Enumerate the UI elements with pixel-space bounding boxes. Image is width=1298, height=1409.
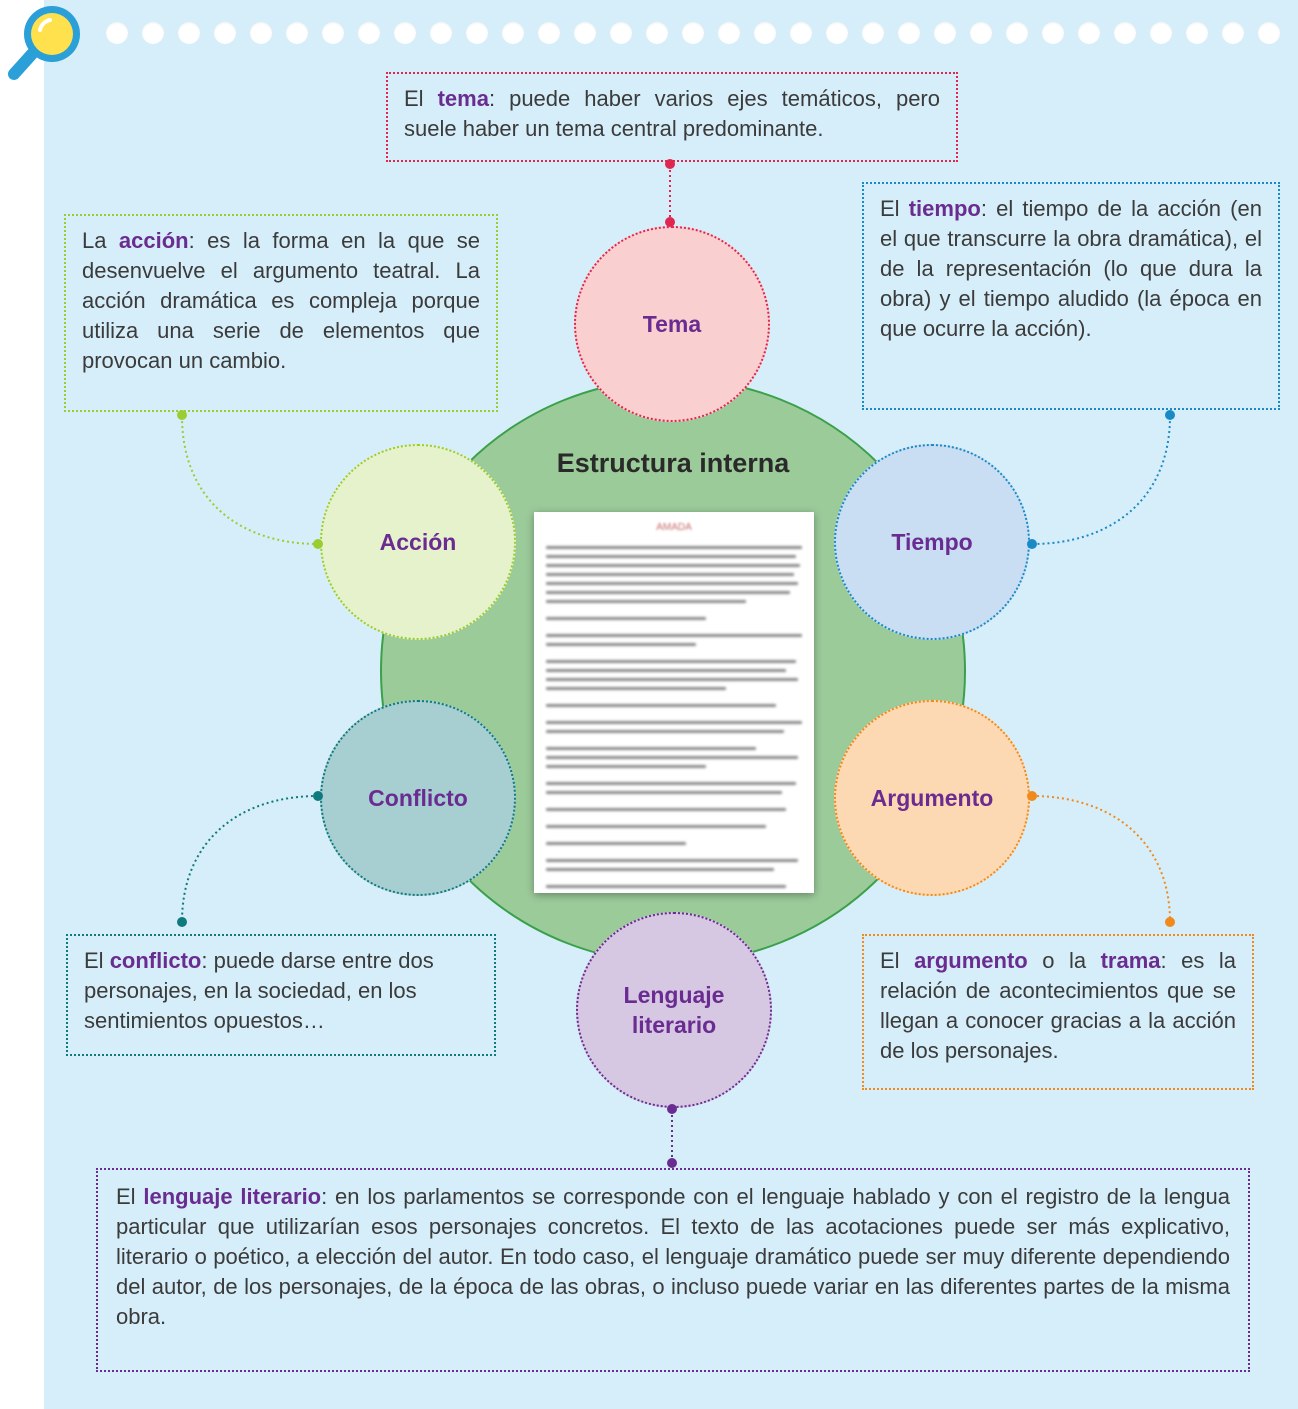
tiempo-box: El tiempo: el tiempo de la acción (en el… — [862, 182, 1280, 410]
script-text-line — [546, 842, 686, 845]
magnifier-icon — [8, 6, 80, 80]
binder-hole — [646, 22, 668, 44]
conflicto-circle: Conflicto — [320, 700, 516, 896]
tema-dot-bottom — [665, 217, 675, 227]
script-text-line — [546, 669, 786, 672]
tema-box: El tema: puede haber varios ejes temátic… — [386, 72, 958, 162]
binder-hole — [754, 22, 776, 44]
script-text-line — [546, 591, 790, 594]
accion-box: La acción: es la forma en la que se dese… — [64, 214, 498, 412]
script-text-line — [546, 546, 802, 549]
accion-dot-box — [177, 410, 187, 420]
binder-hole — [430, 22, 452, 44]
script-text-line — [546, 859, 798, 862]
binder-hole — [610, 22, 632, 44]
binder-hole — [970, 22, 992, 44]
binder-hole — [1186, 22, 1208, 44]
binder-hole — [862, 22, 884, 44]
script-text-line — [546, 885, 786, 888]
binder-hole — [214, 22, 236, 44]
tema-circle: Tema — [574, 226, 770, 422]
lenguaje-dot-circle — [667, 1104, 677, 1114]
script-text-line — [546, 704, 776, 707]
binder-hole — [574, 22, 596, 44]
binder-hole — [934, 22, 956, 44]
binder-hole — [1078, 22, 1100, 44]
binder-hole — [1042, 22, 1064, 44]
tiempo-dot-circle — [1027, 539, 1037, 549]
tema-dot-top — [665, 159, 675, 169]
script-text-line — [546, 555, 796, 558]
script-text-line — [546, 582, 798, 585]
center-title: Estructura interna — [556, 448, 790, 478]
binder-hole — [502, 22, 524, 44]
accion-circle: Acción — [320, 444, 516, 640]
argumento-dot-box — [1165, 917, 1175, 927]
script-text-line — [546, 825, 766, 828]
binder-hole — [322, 22, 344, 44]
script-text-line — [546, 573, 794, 576]
tema-circle-label: Tema — [642, 311, 702, 337]
script-text-line — [546, 617, 706, 620]
tiempo-dot-box — [1165, 410, 1175, 420]
binder-hole — [1150, 22, 1172, 44]
conflicto-dot-circle — [313, 791, 323, 801]
tiempo-circle: Tiempo — [834, 444, 1030, 640]
tiempo-circle-label: Tiempo — [891, 529, 973, 555]
binder-hole — [286, 22, 308, 44]
script-text-line — [546, 782, 796, 785]
binder-hole — [178, 22, 200, 44]
script-text-line — [546, 600, 746, 603]
accion-circle-label: Acción — [379, 529, 457, 555]
script-text-line — [546, 678, 798, 681]
binder-hole — [1222, 22, 1244, 44]
binder-hole — [718, 22, 740, 44]
binder-hole — [466, 22, 488, 44]
binder-hole — [790, 22, 812, 44]
script-text-line — [546, 634, 802, 637]
script-document-image: AMADA — [534, 512, 814, 893]
argumento-box: El argumento o la trama: es la relación … — [862, 934, 1254, 1090]
binder-hole — [106, 22, 128, 44]
script-text-line — [546, 808, 786, 811]
script-text-line — [546, 747, 756, 750]
script-text-line — [546, 868, 774, 871]
binder-hole — [1114, 22, 1136, 44]
script-text-line — [546, 687, 726, 690]
script-text-line — [546, 730, 784, 733]
script-text-line — [546, 721, 802, 724]
script-text-line — [546, 660, 796, 663]
binder-hole — [394, 22, 416, 44]
binder-hole — [826, 22, 848, 44]
binder-hole — [250, 22, 272, 44]
binder-hole — [898, 22, 920, 44]
binder-hole — [1006, 22, 1028, 44]
argumento-dot-circle — [1027, 791, 1037, 801]
script-text-line — [546, 765, 706, 768]
script-text-line — [546, 643, 696, 646]
lenguaje-dot-box — [667, 1158, 677, 1168]
conflicto-box: El conflicto: puede darse entre dos pers… — [66, 934, 496, 1056]
binder-hole — [142, 22, 164, 44]
argumento-circle-label: Argumento — [870, 785, 994, 811]
binder-hole — [358, 22, 380, 44]
binder-hole — [1258, 22, 1280, 44]
accion-dot-circle — [313, 539, 323, 549]
conflicto-dot-box — [177, 917, 187, 927]
argumento-circle: Argumento — [834, 700, 1030, 896]
script-text-line — [546, 756, 798, 759]
binder-hole — [538, 22, 560, 44]
script-text-line — [546, 791, 782, 794]
binder-hole — [682, 22, 704, 44]
script-document-title: AMADA — [656, 522, 692, 533]
script-text-line — [546, 564, 800, 567]
lenguaje-box: El lenguaje literario: en los parlamento… — [96, 1168, 1250, 1372]
conflicto-circle-label: Conflicto — [368, 785, 468, 811]
